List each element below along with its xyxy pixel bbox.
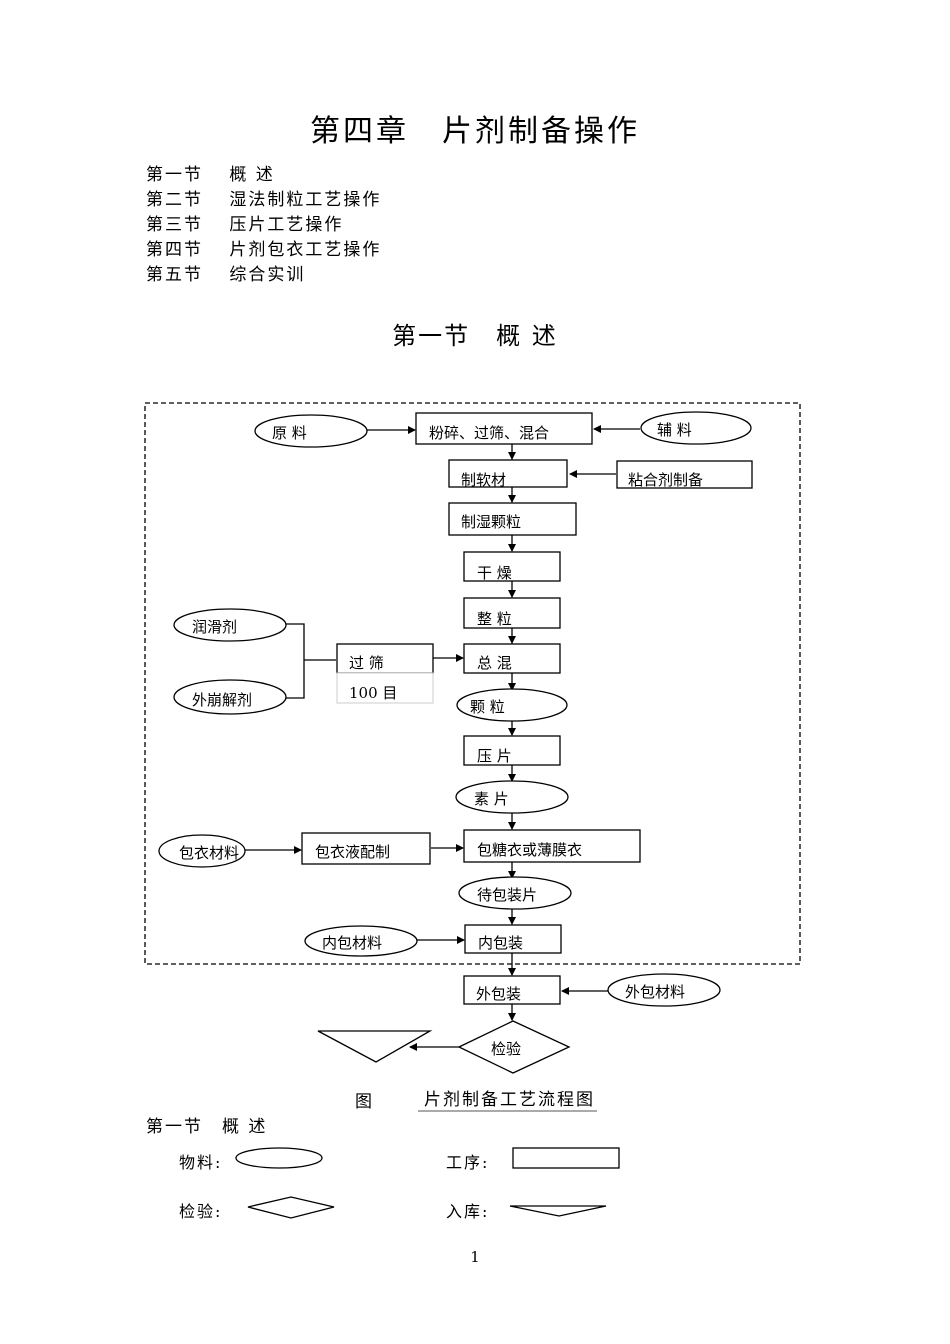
label-tablet-to-pack: 待包装片 — [477, 886, 537, 904]
toc-item: 第二节 湿法制粒工艺操作 — [146, 188, 381, 213]
toc-title: 湿法制粒工艺操作 — [229, 190, 382, 210]
label-compression: 压 片 — [477, 747, 512, 765]
section-title: 第一节 概 述 — [392, 322, 558, 350]
node-excipient — [640, 411, 752, 445]
toc-title: 概 述 — [229, 165, 275, 185]
toc-item: 第三节 压片工艺操作 — [146, 213, 381, 238]
label-coating-solution: 包衣液配制 — [315, 843, 390, 861]
label-disintegrant: 外崩解剂 — [192, 691, 252, 709]
node-plain-tablet — [455, 780, 569, 814]
node-disintegrant — [173, 679, 287, 715]
node-inner-pack-material — [304, 925, 418, 957]
legend-process-symbol — [512, 1147, 620, 1169]
toc-title: 压片工艺操作 — [229, 215, 344, 235]
chapter-title: 第四章 片剂制备操作 — [310, 114, 640, 149]
legend-inspection-symbol — [247, 1196, 335, 1219]
node-outer-pack-material — [607, 973, 721, 1007]
table-of-contents: 第一节 概 述 第二节 湿法制粒工艺操作 第三节 压片工艺操作 第四节 片剂包衣… — [146, 163, 381, 288]
label-wet-granules: 制湿颗粒 — [461, 513, 521, 531]
label-excipient: 辅 料 — [657, 421, 692, 439]
label-make-soft-mass: 制软材 — [461, 471, 506, 489]
node-granules — [456, 688, 568, 722]
label-mesh: 100 目 — [349, 684, 397, 702]
node-coating — [463, 829, 641, 863]
node-compression — [463, 735, 561, 766]
node-coating-solution — [301, 832, 431, 865]
node-sizing — [463, 597, 561, 629]
node-raw-material — [254, 414, 368, 448]
page-number: 1 — [470, 1248, 480, 1266]
label-outer-pack-material: 外包材料 — [625, 983, 685, 1001]
toc-section: 第四节 — [146, 240, 203, 260]
label-sieve: 过 筛 — [349, 654, 384, 672]
node-lubricant — [173, 608, 287, 642]
toc-section: 第二节 — [146, 190, 203, 210]
label-total-mix: 总 混 — [477, 654, 512, 672]
label-plain-tablet: 素 片 — [474, 790, 509, 808]
legend-section-heading: 第一节 概 述 — [146, 1117, 268, 1137]
legend-storage-symbol — [509, 1205, 607, 1217]
toc-title: 综合实训 — [229, 265, 306, 285]
label-granules: 颗 粒 — [470, 698, 505, 716]
label-crush-sieve-mix: 粉碎、过筛、混合 — [429, 424, 549, 442]
node-storage — [317, 1030, 433, 1063]
node-inner-pack — [464, 924, 562, 954]
legend-storage-label: 入库: — [446, 1202, 490, 1221]
label-binder-prep: 粘合剂制备 — [628, 471, 703, 489]
node-make-soft-mass — [448, 459, 568, 488]
legend-process-label: 工序: — [446, 1153, 490, 1172]
label-outer-pack: 外包装 — [476, 985, 521, 1003]
toc-section: 第一节 — [146, 165, 203, 185]
label-inner-pack: 内包装 — [478, 934, 523, 952]
figure-caption: 片剂制备工艺流程图 — [418, 1085, 597, 1112]
label-coating-material: 包衣材料 — [179, 844, 239, 862]
legend-inspection-label: 检验: — [179, 1202, 223, 1221]
label-inner-pack-material: 内包材料 — [322, 934, 382, 952]
label-drying: 干 燥 — [477, 564, 512, 582]
node-coating-material — [158, 834, 246, 868]
node-crush-sieve-mix — [415, 412, 593, 445]
toc-section: 第五节 — [146, 265, 203, 285]
node-tablet-to-pack — [458, 876, 572, 910]
label-sizing: 整 粒 — [477, 610, 512, 628]
node-wet-granules — [448, 502, 577, 536]
label-coating: 包糖衣或薄膜衣 — [477, 841, 582, 859]
toc-item: 第五节 综合实训 — [146, 263, 381, 288]
label-inspection: 检验 — [491, 1040, 521, 1058]
toc-section: 第三节 — [146, 215, 203, 235]
legend-material-symbol — [235, 1147, 323, 1169]
label-raw-material: 原 料 — [272, 424, 307, 442]
flow-connectors — [245, 425, 640, 1051]
legend-material-label: 物料: — [179, 1153, 223, 1172]
node-drying — [463, 551, 561, 582]
toc-item: 第一节 概 述 — [146, 163, 381, 188]
toc-title: 片剂包衣工艺操作 — [229, 240, 382, 260]
label-lubricant: 润滑剂 — [192, 618, 237, 636]
node-outer-pack — [463, 975, 561, 1005]
toc-item: 第四节 片剂包衣工艺操作 — [146, 238, 381, 263]
node-mesh — [336, 672, 434, 704]
figure-label: 图 — [355, 1092, 372, 1112]
node-total-mix — [463, 643, 561, 674]
node-binder-prep — [616, 460, 753, 489]
node-inspection — [457, 1020, 571, 1074]
